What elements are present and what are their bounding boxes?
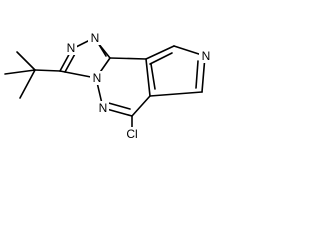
bond-tbu-methyl-left [4,69,36,75]
molecule-diagram: N N N N N Cl [0,0,250,150]
molecule-drawing: N N N N N Cl [4,31,212,141]
atom-n-bridge: N [93,71,102,85]
bond-npyridine-down-double [195,60,199,89]
bond-tbu-methyl-bottom [19,69,36,99]
bond-n-top-c-double [97,42,107,57]
atom-chlorine: Cl [126,127,137,141]
bond-junction-inner-double [150,63,156,90]
bond-npyridazine-cl-carbon-double [104,101,131,110]
bond-tbu-methyl-top [16,51,36,71]
bond-cl-carbon-ring-junction [131,95,151,117]
atom-n-triazole-left: N [67,41,76,55]
atom-n-pyridazine: N [99,101,108,115]
bond-upper-junction [145,58,151,97]
atom-labels: N N N N N Cl [64,31,212,141]
bond-tbu-to-ring [34,69,61,72]
bond-bottom-right-to-junction [149,91,203,97]
bond-c3-n-left-double [64,51,77,73]
atom-n-triazole-top: N [91,31,100,45]
bond-junction-top-right [145,45,175,60]
bonds [4,37,206,133]
bond-top-right-double [149,52,173,65]
bond-junction-to-triazole-carbon [109,57,147,60]
atom-n-pyridine: N [202,49,211,63]
